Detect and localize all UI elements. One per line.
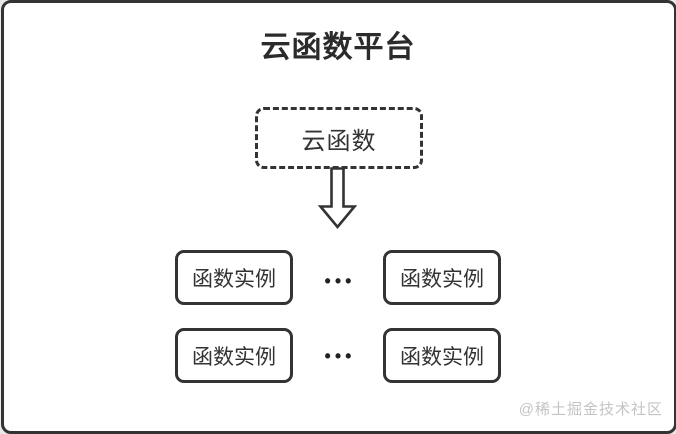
down-arrow-icon (317, 167, 358, 230)
diagram-title: 云函数平台 (260, 31, 416, 64)
watermark: @稀土掘金技术社区 (518, 401, 663, 418)
function-instance-label: 函数实例 (400, 345, 484, 369)
function-instance-node: 函数实例 (383, 250, 501, 305)
function-instance-label: 函数实例 (192, 345, 276, 369)
function-instance-node: 函数实例 (383, 328, 501, 383)
ellipsis-separator: ••• (324, 271, 356, 291)
cloud-function-node: 云函数 (255, 107, 423, 169)
function-instance-label: 函数实例 (192, 267, 276, 291)
function-instance-node: 函数实例 (175, 328, 293, 383)
function-instance-label: 函数实例 (400, 267, 484, 291)
ellipsis-separator: ••• (324, 346, 356, 366)
cloud-function-node-label: 云函数 (301, 127, 377, 155)
function-instance-node: 函数实例 (175, 250, 293, 305)
